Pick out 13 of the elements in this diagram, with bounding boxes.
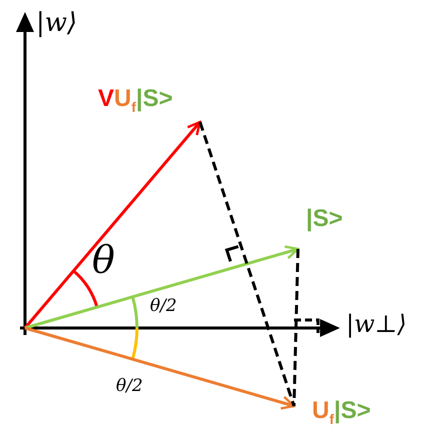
- vector-arrow: [24, 326, 296, 410]
- vector-label: U$_{f}$|S>: [312, 398, 371, 432]
- dashed-line: [198, 122, 296, 406]
- axis-label: |w⊥⟩: [346, 310, 407, 338]
- angle-label: θ: [92, 238, 115, 282]
- vector-arrow: [24, 245, 300, 330]
- angle-label: θ/2: [116, 376, 143, 396]
- vector-arrow: [24, 120, 202, 329]
- vector-label: VU$_{f}$|S>: [98, 86, 173, 120]
- axis-label: |w⟩: [36, 8, 78, 38]
- vector-label: |S>: [306, 206, 343, 232]
- dashed-line: [292, 248, 300, 406]
- angle-label: θ/2: [150, 296, 177, 316]
